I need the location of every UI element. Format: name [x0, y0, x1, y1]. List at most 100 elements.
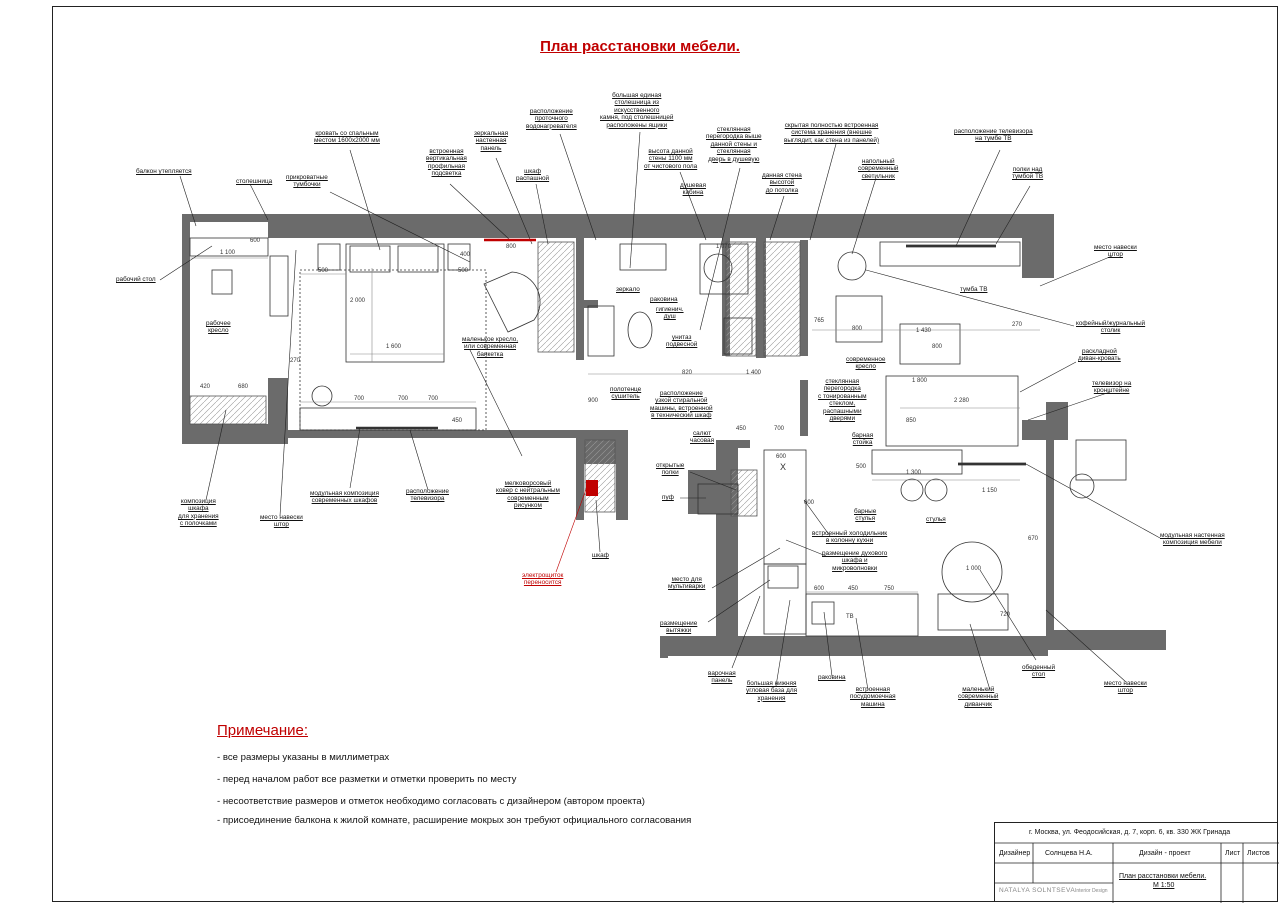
tv-mark: ТВ [846, 614, 854, 620]
label-tv-stand: тумба ТВ [960, 286, 988, 293]
title-block: г. Москва, ул. Феодосийская, д. 7, корп.… [994, 822, 1279, 903]
dim-text: 800 [852, 326, 863, 332]
dim-text: 600 [776, 454, 787, 460]
label-countertop: столешница [236, 178, 273, 185]
label-multicooker: место для мультиварки [668, 576, 706, 591]
stamp-scale: М 1:50 [1153, 882, 1175, 889]
dim-text: 400 [460, 252, 471, 258]
label-glass-partition: стеклянная перегородка выше данной стены… [706, 126, 762, 163]
dim-text: 600 [250, 238, 261, 244]
title-block-grid [995, 842, 1279, 903]
label-floor-lamp: напольный современный светильник [858, 158, 899, 180]
stamp-project: Дизайн - проект [1139, 850, 1191, 857]
label-coffee-table: кофейный/журнальный столик [1076, 320, 1146, 335]
label-fridge: встроенный холодильник в колонну кухни [812, 530, 888, 545]
label-hygienic-shower: гигиенич. душ [656, 306, 684, 321]
dim-text: 700 [774, 426, 785, 432]
stamp-sheets-label: Листов [1247, 850, 1270, 857]
note-item: - перед началом работ все разметки и отм… [217, 774, 517, 785]
label-wall-tv: телевизор на кронштейне [1092, 380, 1132, 395]
dim-text: 800 [506, 244, 517, 250]
label-shower: душевая кабина [680, 182, 706, 197]
dim-text: 900 [588, 398, 599, 404]
label-tv-bedroom: расположение телевизора [406, 488, 449, 503]
note-item: - несоответствие размеров и отметок необ… [217, 796, 645, 807]
drawing-sheet-frame [52, 6, 1278, 902]
label-small-sofa: маленький современный диванчик [958, 686, 999, 708]
dim-text: 500 [318, 268, 329, 274]
page-title: План расстановки мебели. [540, 38, 740, 55]
electrical-panel-marker [586, 480, 598, 496]
label-salute: салют часовая [690, 430, 715, 445]
dimension-lines [190, 257, 1040, 593]
label-full-height-wall: данная стена высотой до потолка [762, 172, 802, 194]
label-wardrobe: шкаф распашной [516, 168, 550, 183]
label-balcony: балкон утепляется [136, 168, 192, 175]
label-small-armchair: маленькое кресло, или современная банкет… [462, 336, 519, 358]
label-bath-sink: раковина [650, 296, 678, 303]
furniture [189, 237, 1127, 637]
dim-text: 670 [1028, 536, 1039, 542]
dim-text: 1 150 [982, 488, 998, 494]
dim-text: 1 100 [220, 250, 236, 256]
dim-text: 1 800 [912, 378, 928, 384]
label-tv-on-stand: расположение телевизора на тумбе ТВ [954, 128, 1033, 143]
stamp-sheet-label: Лист [1225, 850, 1241, 857]
dim-text: 750 [884, 586, 895, 592]
label-curtains-right-bottom: место навески штор [1104, 680, 1147, 695]
dim-text: 450 [848, 586, 859, 592]
label-bar-counter: барная стойка [852, 432, 874, 447]
dim-text: 270 [290, 358, 301, 364]
dim-text: 700 [398, 396, 409, 402]
label-stone-countertop: большая единая столешница из искусственн… [600, 92, 674, 129]
label-nightstands: прикроватные тумбочки [286, 174, 328, 189]
dim-text: 2 000 [350, 298, 366, 304]
label-water-heater: расположение проточного водонагревателя [526, 108, 577, 130]
label-dining-table: обеденный стол [1022, 664, 1056, 679]
label-kitchen-sink: раковина [818, 674, 846, 681]
dim-text: 500 [856, 464, 867, 470]
dim-text: 765 [814, 318, 825, 324]
label-open-shelves: открытые полки [656, 462, 685, 477]
dim-text: 450 [452, 418, 463, 424]
label-hood: размещение вытяжки [660, 620, 698, 635]
label-corner-base: большая нижняя угловая база для хранения [746, 680, 798, 702]
label-hidden-storage: скрытая полностью встроенная система хра… [784, 122, 880, 144]
label-curtains-left: место навески штор [260, 514, 303, 529]
label-toilet: унитаз подвесной [666, 334, 698, 349]
stamp-address: г. Москва, ул. Феодосийская, д. 7, корп.… [1029, 829, 1231, 836]
dim-text: 600 [804, 500, 815, 506]
label-bar-stools: барные стулья [854, 508, 877, 523]
label-bed: кровать со спальным местом 1600х2000 мм [314, 130, 380, 145]
label-modular-cabinets: модульная композиция современных шкафов [310, 490, 379, 505]
label-mirror: зеркало [616, 286, 640, 293]
stamp-designer-name: Солнцева Н.А. [1045, 850, 1093, 857]
x-mark: X [780, 462, 787, 472]
dim-text: 1 600 [386, 344, 402, 350]
note-item: - присоединение балкона к жилой комнате,… [217, 815, 692, 826]
label-electrical-panel: электрощиток переносится [522, 572, 564, 587]
label-dishwasher: встроенная посудомоечная машина [850, 686, 896, 708]
label-towel-dryer: полотенце сушитель [610, 386, 642, 401]
label-cooktop: варочная панель [708, 670, 736, 685]
leader-lines [159, 131, 1161, 691]
dim-text: 2 280 [954, 398, 970, 404]
label-glass-doors: стеклянная перегородка с тонированным ст… [818, 378, 867, 423]
label-storage-composition: композиция шкафа для хранения с полочкам… [178, 498, 219, 528]
label-wall-height: высота данной стены 1100 мм от чистового… [644, 148, 698, 170]
dim-text: 600 [814, 586, 825, 592]
label-work-desk: рабочий стол [116, 276, 156, 283]
hatched-storage [189, 241, 801, 517]
label-oven: размещение духового шкафа и микроволновк… [822, 550, 888, 572]
label-work-chair: рабочее кресло [206, 320, 231, 335]
label-led-lighting: встроенная вертикальная профильная подсв… [426, 148, 467, 178]
label-modular-wall-unit: модульная настенная композиция мебели [1160, 532, 1225, 547]
dim-text: 270 [1012, 322, 1023, 328]
dim-text: 450 [736, 426, 747, 432]
label-tv-shelves: полки над тумбой ТВ [1012, 166, 1044, 181]
dim-text: 700 [428, 396, 439, 402]
dim-text: 1 400 [746, 370, 762, 376]
dim-text: 700 [354, 396, 365, 402]
label-pouf: пуф [662, 494, 674, 501]
